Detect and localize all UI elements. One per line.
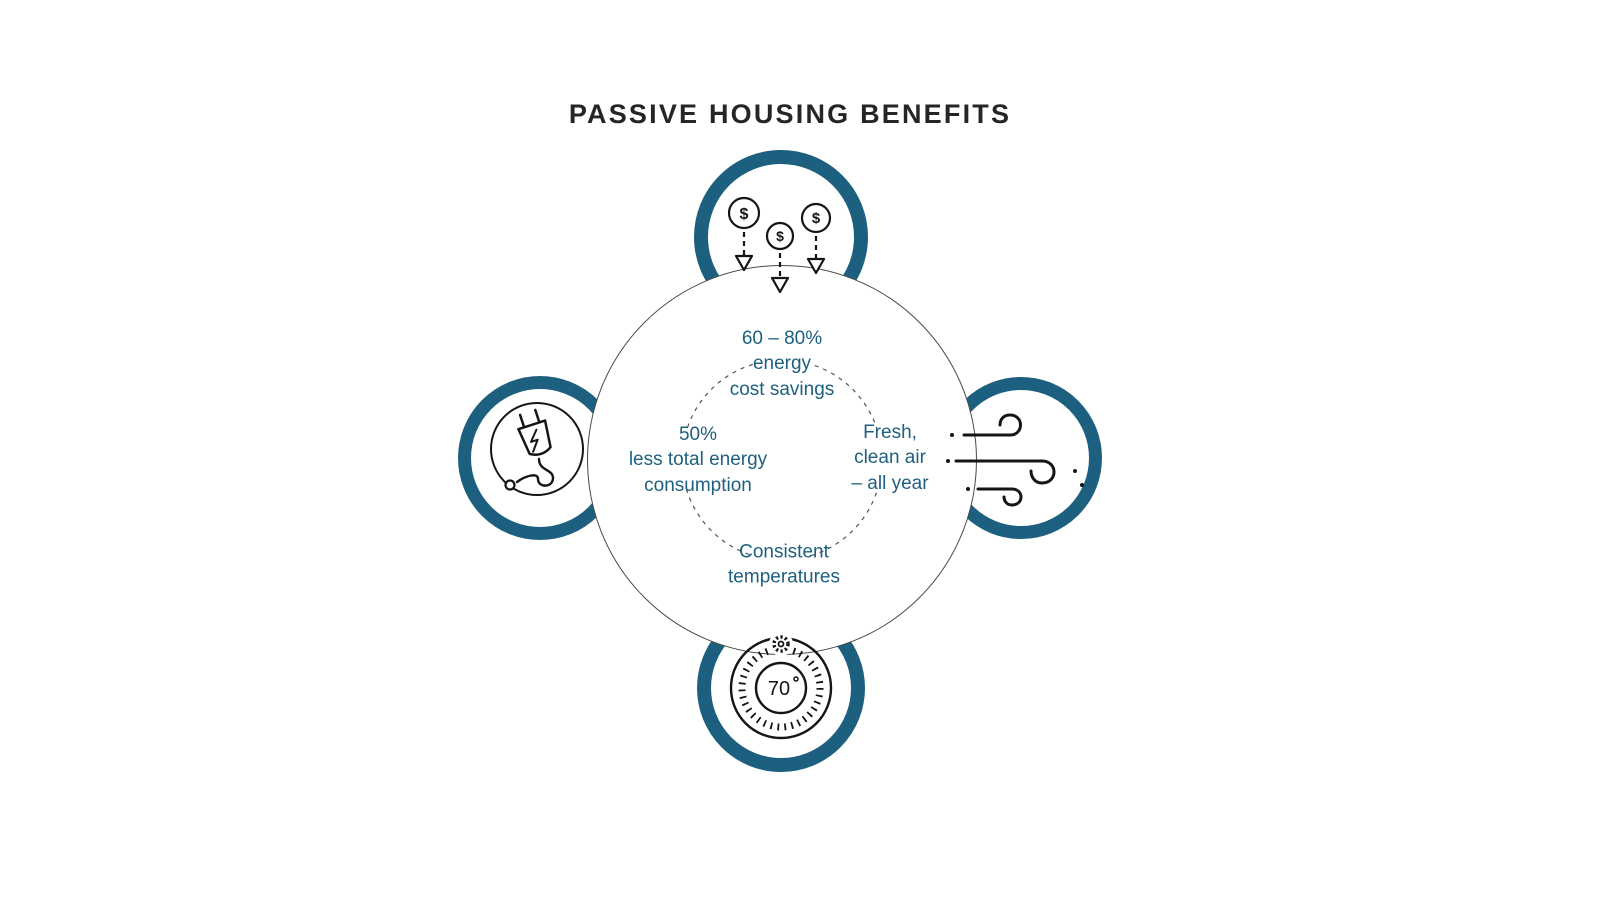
dollar-symbol: $ [740,206,749,223]
benefit-label-energy-consumption: 50% less total energy consumption [628,424,768,496]
dashed-connector-arcs [685,363,879,557]
dollar-symbol: $ [776,228,784,244]
power-plug-icon [490,402,584,496]
thermostat-icon: 70 [729,632,833,740]
dollar-symbol: $ [812,210,821,227]
benefit-label-fresh-air: Fresh, clean air – all year [851,422,929,494]
benefit-label-cost-savings: 60 – 80% energy cost savings [729,328,835,400]
falling-money-icon: $ $ $ [727,196,832,294]
central-circle [587,265,977,655]
wind-icon [946,413,1084,507]
thermostat-value: 70 [768,678,790,700]
benefit-label-consistent-temperatures: Consistent temperatures [728,541,840,588]
diagram-title: PASSIVE HOUSING BENEFITS [568,99,1012,129]
